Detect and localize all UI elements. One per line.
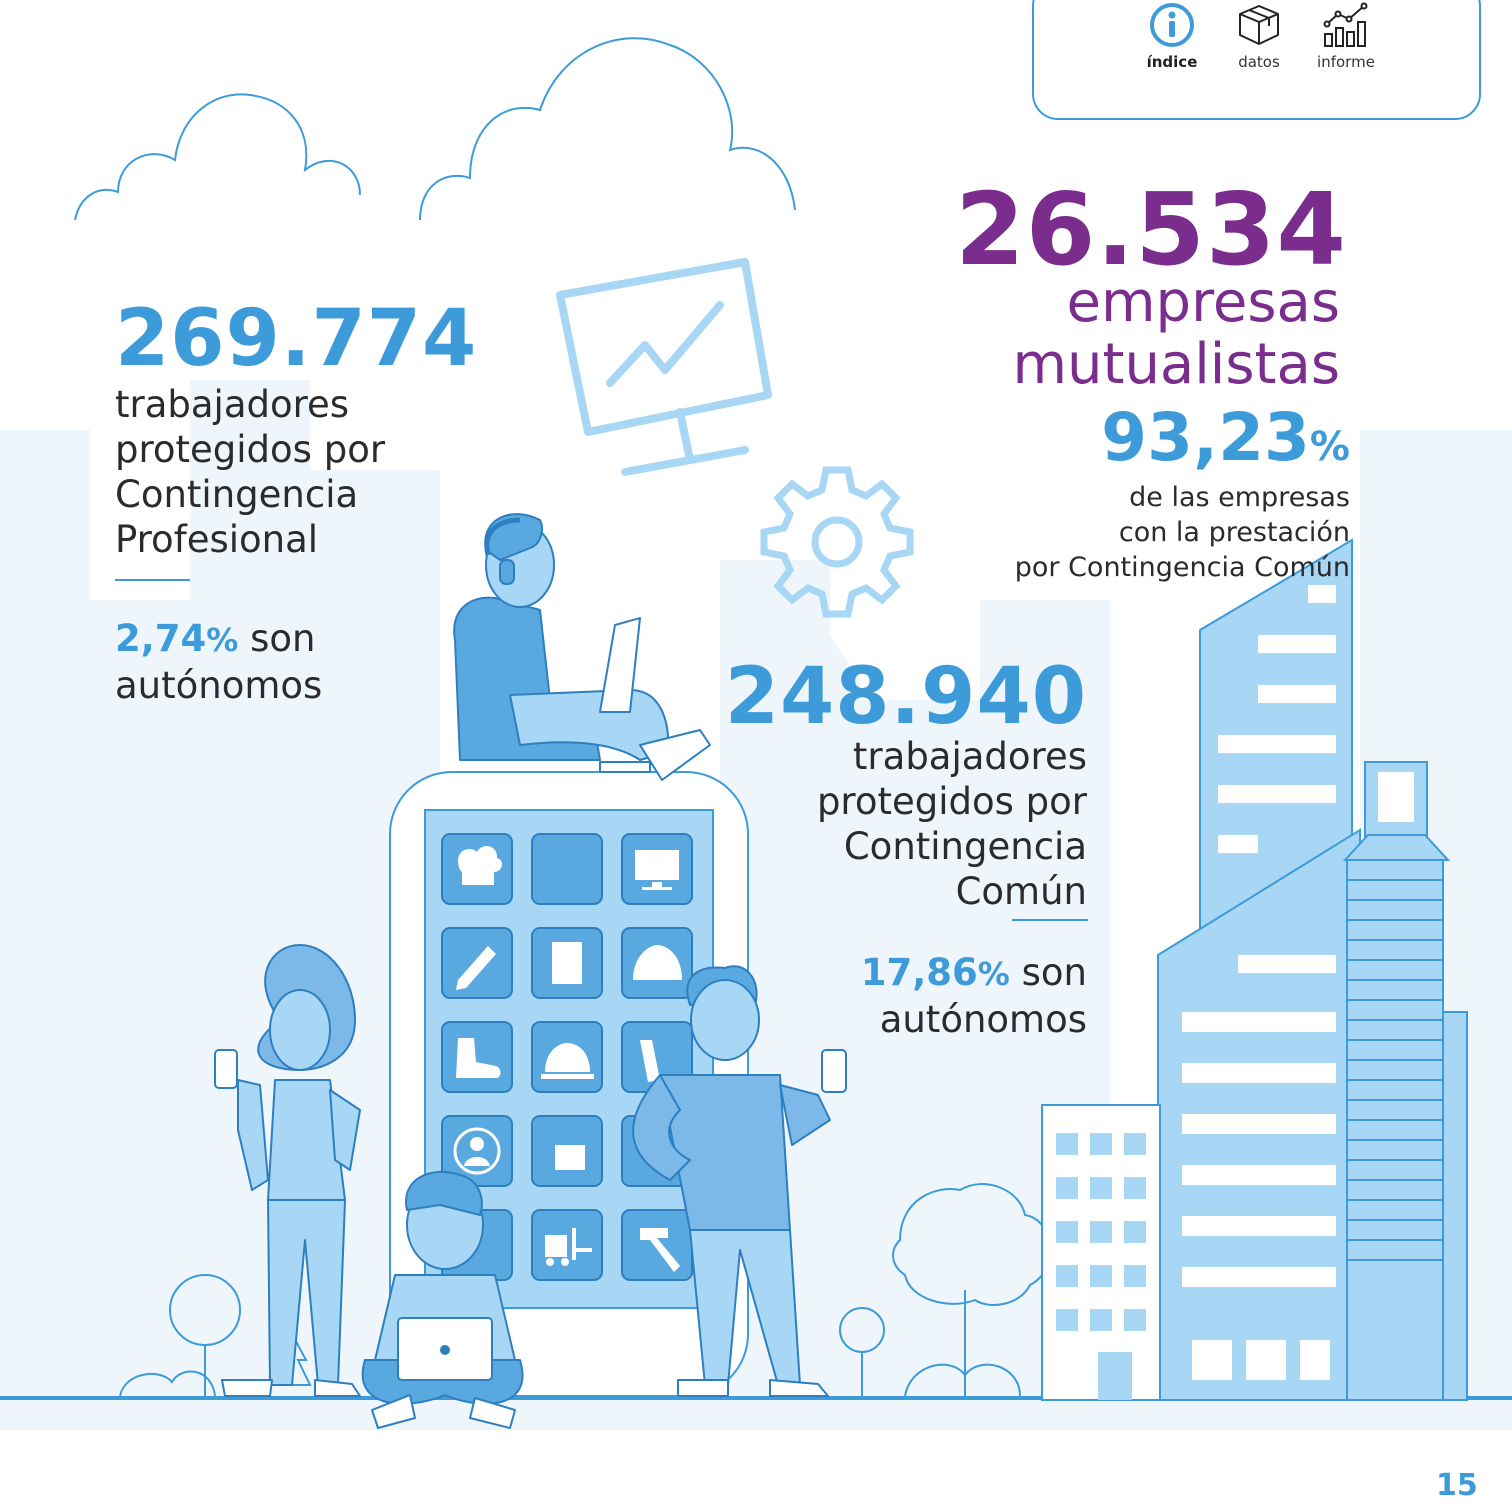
empresas-percentage: 93,23% xyxy=(1101,405,1350,471)
profesional-autonomos: 2,74% son autónomos xyxy=(115,616,322,708)
empresas-desc-line: de las empresas xyxy=(1129,482,1350,513)
comun-description: trabajadores protegidos por Contingencia… xyxy=(817,734,1087,914)
percent-sign: % xyxy=(206,621,239,659)
profesional-description: trabajadores protegidos por Contingencia… xyxy=(115,382,385,562)
profesional-autonomos-son: son xyxy=(250,617,316,660)
nav-item-datos[interactable]: datos xyxy=(1214,2,1304,71)
profesional-desc-line: Profesional xyxy=(115,518,319,561)
woman-with-phone xyxy=(214,944,361,1397)
comun-desc-line: Común xyxy=(955,870,1087,913)
empresas-desc-line: por Contingencia Común xyxy=(1014,552,1350,583)
comun-desc-line: trabajadores xyxy=(852,735,1087,778)
nav-label-datos: datos xyxy=(1238,53,1280,71)
comun-divider xyxy=(1012,919,1088,921)
profesional-autonomos-label: autónomos xyxy=(115,664,323,707)
striped-tower xyxy=(1342,761,1468,1401)
presentation-board-icon xyxy=(556,258,772,476)
percent-sign: % xyxy=(1309,424,1350,470)
clouds xyxy=(74,37,796,221)
profesional-autonomos-pct: 2,74 xyxy=(115,617,207,660)
empresas-label: empresas mutualistas xyxy=(1012,272,1340,396)
empresas-label-line: mutualistas xyxy=(1012,332,1340,397)
comun-desc-line: protegidos por xyxy=(816,780,1087,823)
boy-with-laptop xyxy=(361,1170,524,1429)
profesional-divider xyxy=(115,579,190,581)
nav-panel: índice datos xyxy=(1032,0,1481,120)
nav-item-indice[interactable]: índice xyxy=(1127,2,1217,71)
nav-item-informe[interactable]: informe xyxy=(1301,2,1391,71)
percent-sign: % xyxy=(977,955,1010,993)
info-icon xyxy=(1150,3,1194,47)
page-number: 15 xyxy=(1436,1468,1478,1503)
empresas-desc-line: con la prestación xyxy=(1118,517,1350,548)
comun-desc-line: Contingencia xyxy=(843,825,1087,868)
slanted-building xyxy=(1157,828,1361,1401)
empresas-pct-value: 93,23 xyxy=(1101,399,1310,476)
comun-autonomos-son: son xyxy=(1021,951,1087,994)
box-icon xyxy=(1239,5,1279,45)
empresas-label-line: empresas xyxy=(1066,270,1340,335)
profesional-desc-line: protegidos por xyxy=(115,428,386,471)
profesional-desc-line: Contingencia xyxy=(115,473,359,516)
man-with-headphones xyxy=(453,513,711,781)
nav-label-informe: informe xyxy=(1317,53,1375,71)
profesional-value: 269.774 xyxy=(115,294,478,384)
comun-autonomos-pct: 17,86 xyxy=(860,951,978,994)
profesional-desc-line: trabajadores xyxy=(115,383,350,426)
chart-icon xyxy=(1323,2,1368,47)
comun-value: 248.940 xyxy=(724,652,1087,742)
ground-line xyxy=(0,1396,1512,1400)
gear-icon xyxy=(760,466,914,618)
comun-autonomos-label: autónomos xyxy=(879,998,1087,1041)
empresas-description: de las empresas con la prestación por Co… xyxy=(1015,480,1350,585)
empresas-value: 26.534 xyxy=(955,171,1347,288)
comun-autonomos: 17,86% son autónomos xyxy=(861,950,1087,1042)
small-building xyxy=(1041,1104,1161,1401)
nav-label-indice: índice xyxy=(1146,53,1198,71)
man-with-phone xyxy=(632,965,847,1397)
